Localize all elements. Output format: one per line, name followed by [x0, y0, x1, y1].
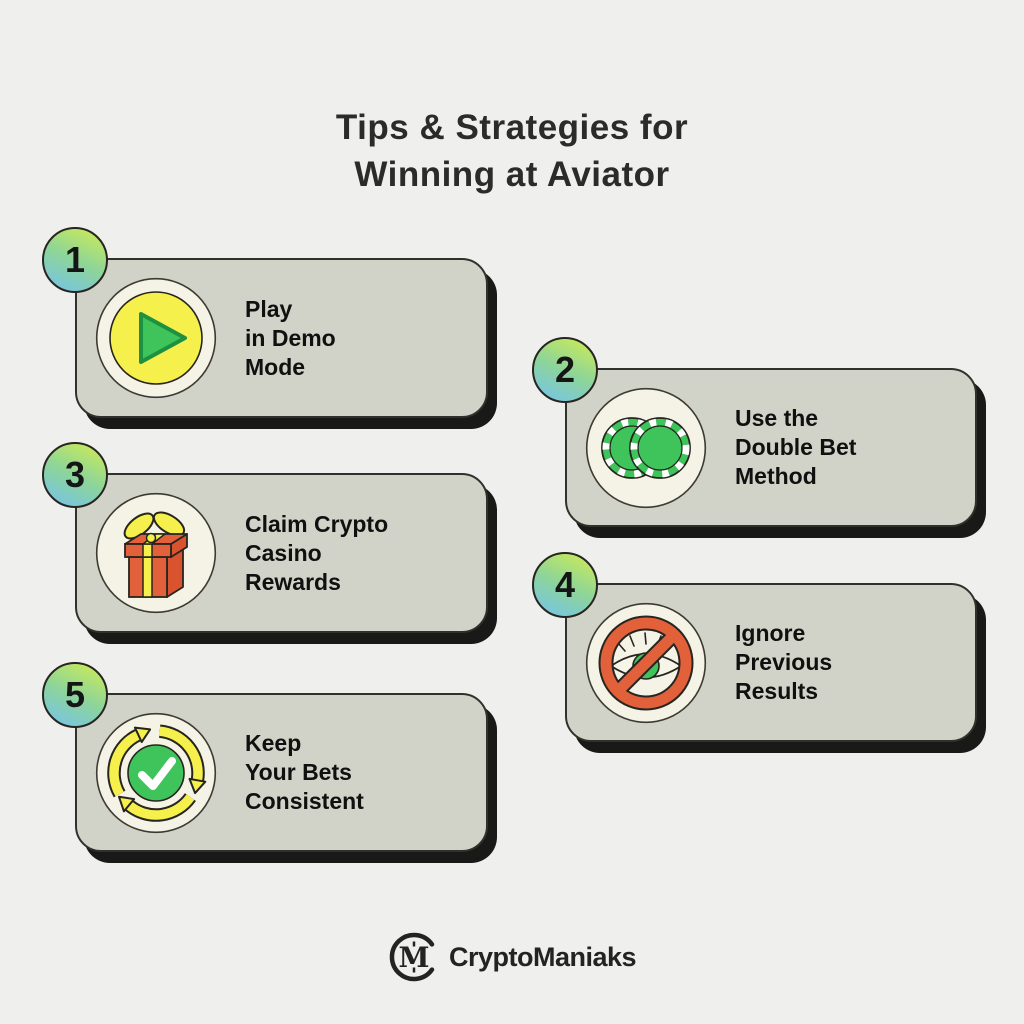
card-text-line: Keep — [245, 730, 302, 756]
cycle-check-icon-circle — [95, 712, 217, 834]
cryptomaniaks-logo-icon: M — [389, 932, 435, 982]
casino-chips-icon — [585, 387, 707, 508]
card-text-line: Results — [735, 678, 819, 704]
card-text-line: Rewards — [245, 568, 341, 595]
card-keep-bets-consistent: 5 Keep Your Bets Consiste — [42, 662, 488, 852]
card-text-line: Play — [245, 295, 293, 322]
card-text-line: Use the — [735, 405, 819, 431]
card-text-line: Double Bet — [735, 434, 857, 460]
brand-name: CryptoManiaks — [448, 941, 637, 972]
cycle-check-icon — [95, 712, 217, 833]
step-2-badge: 2 — [532, 337, 598, 403]
card-ignore-previous-results: 4 Ignore Previous Results — [532, 552, 977, 742]
no-eye-icon — [585, 602, 707, 723]
footer-brand: M CryptoManiaks — [0, 928, 1024, 986]
title-line-1: Tips & Strategies for — [335, 108, 689, 147]
card-text-line: in Demo — [245, 324, 336, 351]
page-title: Tips & Strategies for Winning at Aviator — [0, 104, 1024, 198]
card-text: Use the Double Bet Method — [735, 370, 970, 525]
play-icon — [95, 277, 217, 399]
card-text-line: Casino — [245, 539, 322, 566]
card-text-line: Your Bets — [245, 759, 352, 785]
card-text: Ignore Previous Results — [735, 585, 970, 740]
chip-front — [629, 416, 691, 479]
no-eye-icon-circle — [585, 602, 707, 724]
card-text: Keep Your Bets Consistent — [245, 695, 480, 850]
step-3-badge: 3 — [42, 442, 108, 508]
card-text-line: Ignore — [735, 620, 806, 646]
step-4-badge: 4 — [532, 552, 598, 618]
gift-icon — [95, 492, 217, 614]
card-play-demo-mode: 1 Play in Demo Mode — [42, 227, 488, 418]
title-line-2: Winning at Aviator — [354, 155, 670, 194]
card-text-line: Mode — [245, 353, 306, 380]
card-double-bet-method: 2 Use the Double Bet Method — [532, 337, 977, 527]
card-text-line: Method — [735, 463, 817, 489]
play-icon-circle — [95, 277, 217, 399]
card-text: Claim Crypto Casino Rewards — [245, 475, 480, 631]
card-claim-rewards: 3 Claim Crypto Casino Rewards — [42, 442, 488, 633]
gift-icon-circle — [95, 492, 217, 614]
step-1-badge: 1 — [42, 227, 108, 293]
card-text-line: Claim Crypto — [245, 510, 389, 537]
step-5-badge: 5 — [42, 662, 108, 728]
card-text-line: Consistent — [245, 788, 364, 814]
card-text-line: Previous — [735, 649, 833, 675]
card-text: Play in Demo Mode — [245, 260, 480, 416]
casino-chips-icon-circle — [585, 387, 707, 509]
